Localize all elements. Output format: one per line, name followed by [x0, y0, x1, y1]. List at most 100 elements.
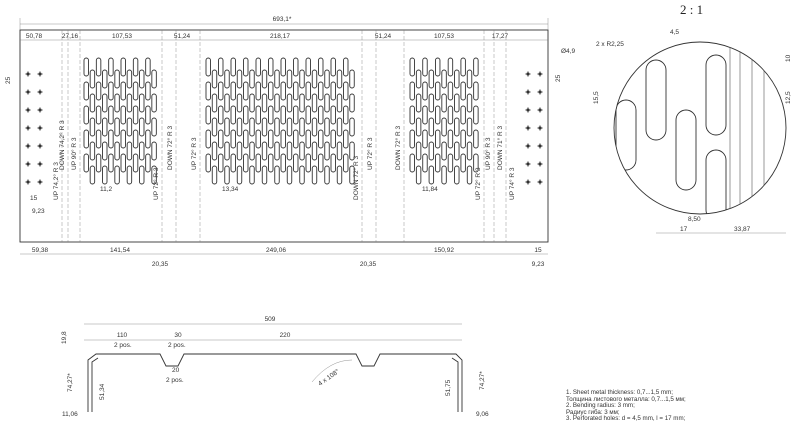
bend-label: UP 74,2° R 3 [52, 162, 60, 200]
perforation-slot [102, 117, 108, 137]
perforation-slot [305, 81, 311, 101]
perforation-slot [89, 69, 96, 89]
bend-label: DOWN 72° R 3 [166, 125, 174, 170]
perforation-slot [343, 129, 349, 149]
perforation-slot [255, 81, 261, 101]
mount-hole [25, 89, 31, 95]
side-pos-2: 2 pos. [168, 342, 186, 349]
perforation-slot [249, 93, 255, 113]
perforation-slot [151, 141, 157, 161]
perforation-slot [120, 105, 126, 125]
perforation-slot [299, 69, 305, 89]
right-mount-holes [525, 71, 543, 185]
perforation-slot [205, 81, 211, 101]
detail-circle [613, 41, 787, 215]
perforation-slot [205, 153, 211, 173]
perforation-slot [224, 69, 230, 89]
perforation-slot [224, 117, 230, 137]
sheet-outline [19, 29, 549, 243]
mount-hole [37, 179, 43, 185]
bend-label: DOWN 72° R 3 [352, 155, 360, 200]
side-dim-7427-right: 74,27* [479, 371, 486, 390]
top-dim-7: 107,53 [434, 33, 454, 40]
perforation-slot [473, 81, 479, 101]
perforation-slot [114, 69, 120, 89]
perforation-slot [268, 81, 274, 101]
perforation-slot [95, 81, 102, 101]
mount-hole [525, 161, 531, 167]
perforation-slot [349, 141, 355, 161]
slot-pitch-center: 13,34 [222, 186, 239, 193]
perforation-slot [139, 93, 145, 113]
mount-hole [25, 143, 31, 149]
slot-pitch-right: 11,84 [422, 186, 438, 193]
perforation-slot [280, 153, 286, 173]
perforation-slot [261, 165, 268, 185]
perforation-slot [324, 165, 330, 185]
perforation-slot [249, 165, 255, 185]
side-dim-906: 9,06 [476, 411, 489, 418]
perforation-slot [95, 153, 102, 173]
perforation-slot [473, 153, 479, 173]
bend-label: DOWN 72° R 3 [394, 125, 402, 170]
perforation-slot [435, 81, 441, 101]
perforation-slot [422, 153, 428, 173]
note-line-5: 3. Perforated holes: d = 4,5 mm, l = 17 … [566, 415, 686, 423]
perforation-slot [454, 69, 460, 89]
perforation-slot [255, 57, 261, 77]
side-dim-220: 220 [280, 332, 291, 339]
perforation-slot [145, 153, 151, 173]
perforation-slot [230, 81, 236, 101]
perforation-slot [280, 105, 286, 125]
perforation-slot [466, 141, 473, 161]
perforation-slot [435, 129, 441, 149]
perforation-slot [280, 57, 286, 77]
perforation-slot [311, 141, 318, 161]
side-dim-5175: 51,75 [445, 379, 452, 396]
perforation-slot [305, 129, 311, 149]
perforation-slot [224, 141, 230, 161]
perforation-slot [460, 153, 466, 173]
perforation-slot [126, 93, 133, 113]
mount-hole [25, 125, 31, 131]
perforation-slot [293, 129, 299, 149]
perforation-slot [114, 93, 120, 113]
perforation-slot [132, 81, 139, 101]
perforation-slot [447, 57, 454, 77]
perforation-slot [139, 141, 145, 161]
perforation-slot [299, 165, 305, 185]
bend-label: UP 74° R 3 [508, 167, 516, 200]
perforation-slot [218, 153, 224, 173]
perforation-slot [311, 69, 318, 89]
perforation-slot [205, 57, 211, 77]
detail-dim-45: 4,5 [670, 29, 679, 36]
mount-hole [525, 143, 531, 149]
mount-hole [37, 107, 43, 113]
perforation-slot [422, 105, 428, 125]
perforation-slot [139, 117, 145, 137]
left-dim-923: 9,23 [32, 208, 45, 215]
perforation-group-left [83, 57, 157, 185]
perforation-slot [409, 129, 415, 149]
perforation-slot [286, 141, 293, 161]
perforation-slot [151, 93, 157, 113]
perforation-slot [236, 165, 243, 185]
perforation-slot [305, 105, 311, 125]
perforation-slot [274, 117, 280, 137]
perforation-slot [349, 117, 355, 137]
perforation-slot [132, 153, 139, 173]
bend-label: UP 90° R 3 [484, 137, 492, 170]
perforation-slot [299, 141, 305, 161]
perforation-slot [447, 105, 454, 125]
mount-hole [537, 179, 543, 185]
perforation-slot [435, 105, 441, 125]
bottom-offset-2: 20,35 [360, 261, 377, 268]
perforation-slot [108, 129, 114, 149]
perforation-slot [243, 129, 249, 149]
perforation-slot [441, 93, 447, 113]
perforation-slot [473, 129, 479, 149]
perforation-slot [286, 69, 293, 89]
perforation-slot [211, 141, 218, 161]
perforation-slot [466, 165, 473, 185]
perforation-slot [249, 69, 255, 89]
